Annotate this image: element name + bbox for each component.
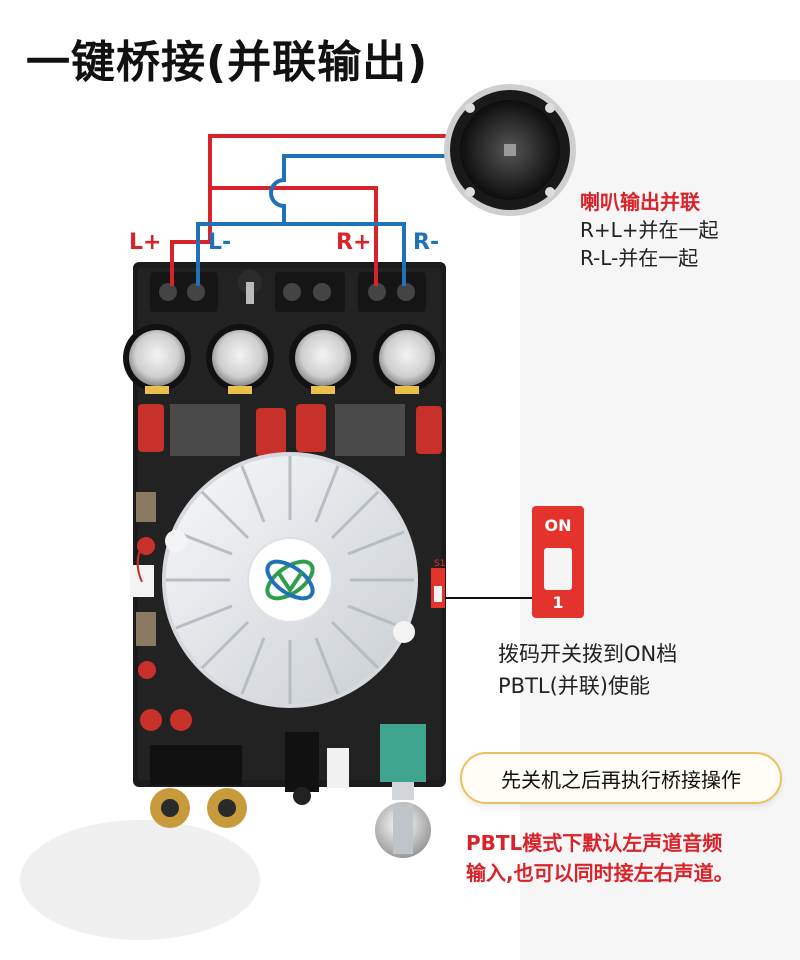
capacitors [123,324,441,394]
terminal-l-minus: L- [208,230,232,255]
dip-zoom-num-label: 1 [552,593,563,612]
terminal-block-left [150,272,218,312]
terminal-r-minus: R- [413,230,440,255]
dip-switch-zoom: ON 1 [532,506,584,618]
pbtl-note: PBTL模式下默认左声道音频 输入,也可以同时接左右声道。 [466,828,734,888]
page-title: 一键桥接(并联输出) [26,37,429,88]
rca-jacks [150,745,247,828]
speaker-note-line1: R+L+并在一起 [580,218,719,242]
logo-icon [265,559,315,601]
dip-instruction-line2: PBTL(并联)使能 [498,674,650,698]
bridge-wiring [170,134,458,286]
speaker-icon [444,84,576,216]
pbtl-note-line2: 输入,也可以同时接左右声道。 [466,861,734,885]
terminal-block-mid [275,272,345,312]
terminal-block-right [358,272,426,312]
volume-potentiometer [375,724,431,858]
speaker-note-line2: R-L-并在一起 [580,246,699,270]
heatsink [162,452,418,708]
dip-zoom-on-label: ON [545,516,572,535]
pbtl-note-line1: PBTL模式下默认左声道音频 [466,831,723,855]
speaker-note-heading: 喇叭输出并联 [580,190,700,214]
dip-board-label: S1 [434,559,445,569]
warning-notice: 先关机之后再执行桥接操作 [460,752,782,804]
terminal-r-plus: R+ [336,230,372,255]
terminal-l-plus: L+ [129,230,162,255]
dip-switch-board [431,568,445,608]
dip-instruction-line1: 拨码开关拨到ON档 [498,642,678,666]
speaker-note: 喇叭输出并联 R+L+并在一起 R-L-并在一起 [580,188,719,272]
dip-instruction: 拨码开关拨到ON档 PBTL(并联)使能 [498,638,677,702]
inductors [138,404,442,456]
